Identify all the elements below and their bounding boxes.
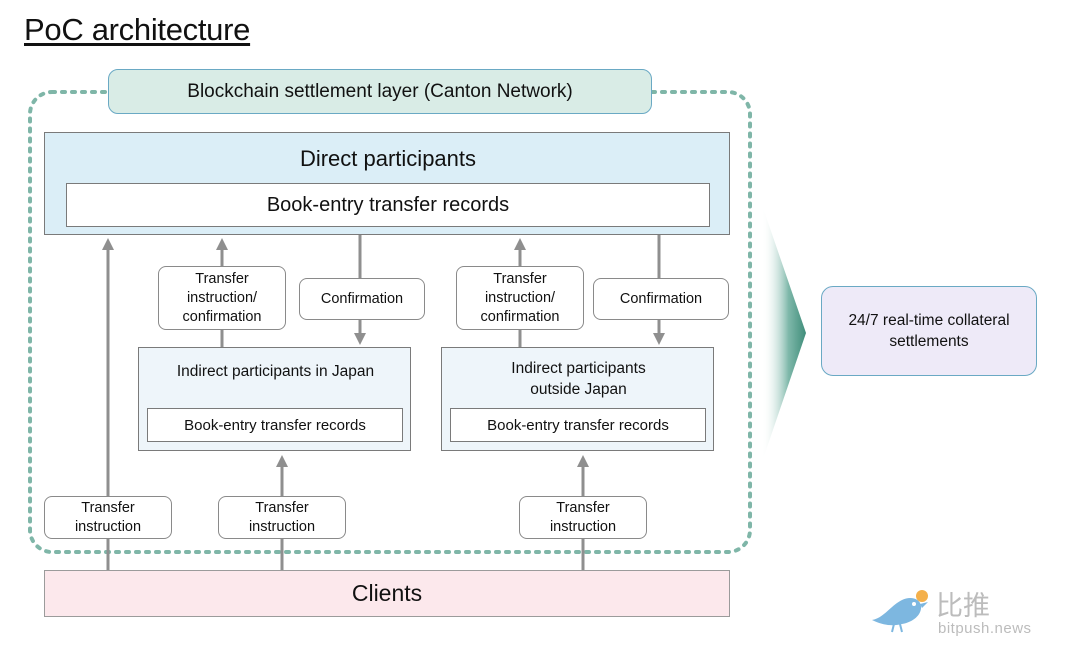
bird-logo-icon xyxy=(872,590,928,633)
client-transfer-instruction-3: Transfer instruction xyxy=(519,496,647,539)
watermark-brand: 比推 xyxy=(936,591,990,622)
client-transfer-instruction-2: Transfer instruction xyxy=(218,496,346,539)
settlement-layer-label: Blockchain settlement layer (Canton Netw… xyxy=(108,69,652,114)
indirect-outside-box: Indirect participants outside Japan Book… xyxy=(441,347,714,451)
direct-participants-title: Direct participants xyxy=(299,146,477,171)
right-transfer-confirmation-box: Transfer instruction/ confirmation xyxy=(456,266,584,330)
watermark: 比推 bitpush.news xyxy=(866,584,1056,644)
direct-records-box: Book-entry transfer records xyxy=(66,183,710,227)
right-confirmation-box: Confirmation xyxy=(593,278,729,320)
left-transfer-confirmation-box: Transfer instruction/ confirmation xyxy=(158,266,286,330)
realtime-settlements-box: 24/7 real-time collateral settlements xyxy=(821,286,1037,376)
page-title: PoC architecture xyxy=(24,12,251,47)
watermark-domain: bitpush.news xyxy=(938,620,1032,637)
settlement-chevron xyxy=(762,205,806,462)
clients-box: Clients xyxy=(44,570,730,617)
client-transfer-instruction-1: Transfer instruction xyxy=(44,496,172,539)
left-confirmation-box: Confirmation xyxy=(299,278,425,320)
direct-participants-box: Direct participants Book-entry transfer … xyxy=(44,132,730,235)
indirect-outside-title: Indirect participants outside Japan xyxy=(511,360,646,398)
settlement-layer-text: Blockchain settlement layer (Canton Netw… xyxy=(187,80,573,102)
indirect-japan-records: Book-entry transfer records xyxy=(147,408,403,442)
indirect-outside-records: Book-entry transfer records xyxy=(450,408,706,442)
indirect-japan-box: Indirect participants in Japan Book-entr… xyxy=(138,347,411,451)
indirect-japan-title: Indirect participants in Japan xyxy=(176,362,375,380)
